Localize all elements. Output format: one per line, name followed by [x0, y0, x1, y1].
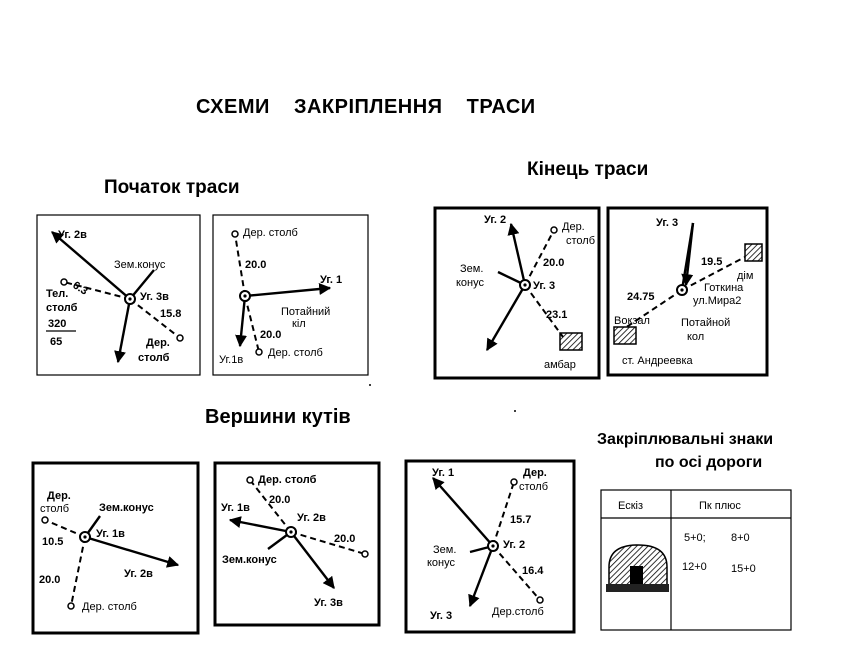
main-title: СХЕМИ ЗАКРІПЛЕННЯ ТРАСИ — [196, 96, 536, 118]
label-d231: 23.1 — [546, 309, 567, 321]
panel-vertex-3: Уг. 1 Дер. столб 15.7 Зем. конус Уг. 2 1… — [404, 459, 576, 634]
heading-start: Початок траси — [104, 177, 240, 198]
label-ug1v: Уг.1в — [219, 354, 243, 366]
label-zem: Зем. — [460, 263, 483, 275]
label-stolb: столб — [566, 235, 595, 247]
label-ug1v: Уг. 1в — [96, 528, 125, 540]
label-ug2v: Уг. 2в — [58, 229, 87, 241]
label-kol: кол — [687, 331, 704, 343]
panel-end-right: Уг. 3 19.5 дім Готкина ул.Мира2 24.75 Во… — [606, 206, 769, 377]
label-d200a: 20.0 — [245, 259, 266, 271]
label-andreevka: ст. Андреевка — [622, 355, 694, 367]
heading-signs-line2: по осі дороги — [655, 454, 763, 471]
label-der-stolb: Дер. столб — [258, 474, 317, 486]
label-ug3v: Уг. 3в — [140, 291, 169, 303]
label-n320: 320 — [48, 318, 66, 330]
label-zem-konus: Зем.конус — [222, 554, 277, 566]
scan-dot — [369, 384, 371, 386]
signs-table: Ескіз Пк плюс 5+0; 8+0 12+0 15+0 — [600, 489, 792, 631]
label-d195: 19.5 — [701, 256, 722, 268]
heading-vertices: Вершини кутів — [205, 406, 351, 428]
label-stolb2: столб — [138, 352, 170, 364]
label-zem: Зем. — [433, 544, 456, 556]
label-potaynoy: Потайной — [681, 317, 730, 329]
cell-r1c1: 5+0; — [684, 532, 706, 544]
label-vokzal: Вокзал — [614, 315, 650, 327]
heading-end: Кінець траси — [527, 159, 649, 180]
label-d164: 16.4 — [522, 565, 544, 577]
label-der-stolb: Дер. столб — [82, 601, 137, 613]
label-der-stolb-top: Дер. столб — [243, 227, 298, 239]
label-gotkina: Готкина — [704, 282, 744, 294]
label-ug3: Уг. 3 — [533, 280, 555, 292]
label-ug2v: Уг. 2в — [124, 568, 153, 580]
label-der-stolb: Дер.столб — [492, 606, 544, 618]
telegraph-pole-marker — [60, 278, 68, 286]
label-d2475: 24.75 — [627, 291, 655, 303]
label-d200b: 20.0 — [334, 533, 355, 545]
label-ug3: Уг. 3 — [656, 217, 678, 229]
col-pk-header: Пк плюс — [699, 500, 741, 512]
label-zem-konus: Зем.конус — [99, 502, 154, 514]
label-der: Дер. — [146, 337, 170, 349]
barn-hatched-marker — [559, 332, 583, 351]
label-mira: ул.Мира2 — [693, 295, 741, 307]
label-d200b: 20.0 — [260, 329, 281, 341]
frame-end-left — [433, 206, 601, 380]
label-d158: 15.8 — [160, 308, 181, 320]
station-hatched-marker — [613, 326, 637, 345]
label-ug1v: Уг. 1в — [221, 502, 250, 514]
label-ug2: Уг. 2 — [503, 539, 525, 551]
label-dim: дім — [737, 270, 753, 282]
label-der: Дер. — [523, 467, 547, 479]
mound-sketch-icon — [606, 544, 669, 592]
label-d157: 15.7 — [510, 514, 531, 526]
panel-vertex-2: Дер. столб Уг. 1в 20.0 Уг. 2в 20.0 Зем.к… — [213, 461, 381, 627]
label-ug3v: Уг. 3в — [314, 597, 343, 609]
frame-vertex-1 — [31, 461, 200, 635]
heading-signs-line1: Закріплювальні знаки — [597, 431, 774, 448]
label-ug1: Уг. 1 — [432, 467, 454, 479]
frame-vertex-3 — [404, 459, 576, 634]
frame-end-right — [606, 206, 769, 377]
label-kil: кіл — [292, 318, 306, 330]
label-tel: Тел. — [46, 288, 68, 300]
col-sketch-header: Ескіз — [618, 500, 643, 512]
label-ug2: Уг. 2 — [484, 214, 506, 226]
label-d105: 10.5 — [42, 536, 63, 548]
label-stolb: столб — [519, 481, 548, 493]
panel-start-left: Уг. 2в Зем.конус 6.3 Тел. столб Уг. 3в 1… — [36, 214, 201, 376]
scan-dot — [514, 410, 516, 412]
label-n65: 65 — [50, 336, 62, 348]
panel-end-left: Уг. 2 Дер. столб Зем. конус 20.0 Уг. 3 2… — [433, 206, 601, 380]
frame-start-left — [36, 214, 201, 376]
label-der: Дер. — [47, 490, 71, 502]
label-ambar: амбар — [544, 359, 576, 371]
label-potaynoy: Потайний — [281, 306, 330, 318]
frame-vertex-2 — [213, 461, 381, 627]
label-konus: конус — [427, 557, 456, 569]
house-hatched-marker — [744, 243, 763, 262]
label-zem-konus: Зем.конус — [114, 259, 166, 271]
panel-vertex-1: Дер. столб Зем.конус 10.5 Уг. 1в 20.0 Уг… — [31, 461, 200, 635]
cell-r1c2: 8+0 — [731, 532, 750, 544]
label-konus: конус — [456, 277, 485, 289]
label-d200: 20.0 — [39, 574, 60, 586]
label-stolb: столб — [46, 302, 78, 314]
cell-r2c2: 15+0 — [731, 563, 756, 575]
label-d200a: 20.0 — [269, 494, 290, 506]
panel-start-right: Дер. столб 20.0 Уг. 1 Потайний кіл 20.0 … — [212, 214, 369, 376]
label-ug3: Уг. 3 — [430, 610, 452, 622]
label-d200: 20.0 — [543, 257, 564, 269]
label-stolb: столб — [40, 503, 69, 515]
frame-start-right — [212, 214, 369, 376]
label-d63: 6.3 — [70, 279, 89, 297]
label-der: Дер. — [562, 221, 585, 233]
label-der-stolb-bot: Дер. столб — [268, 347, 323, 359]
cell-r2c1: 12+0 — [682, 561, 707, 573]
label-ug1: Уг. 1 — [320, 274, 342, 286]
label-ug2v: Уг. 2в — [297, 512, 326, 524]
wood-pole-marker — [176, 334, 184, 342]
